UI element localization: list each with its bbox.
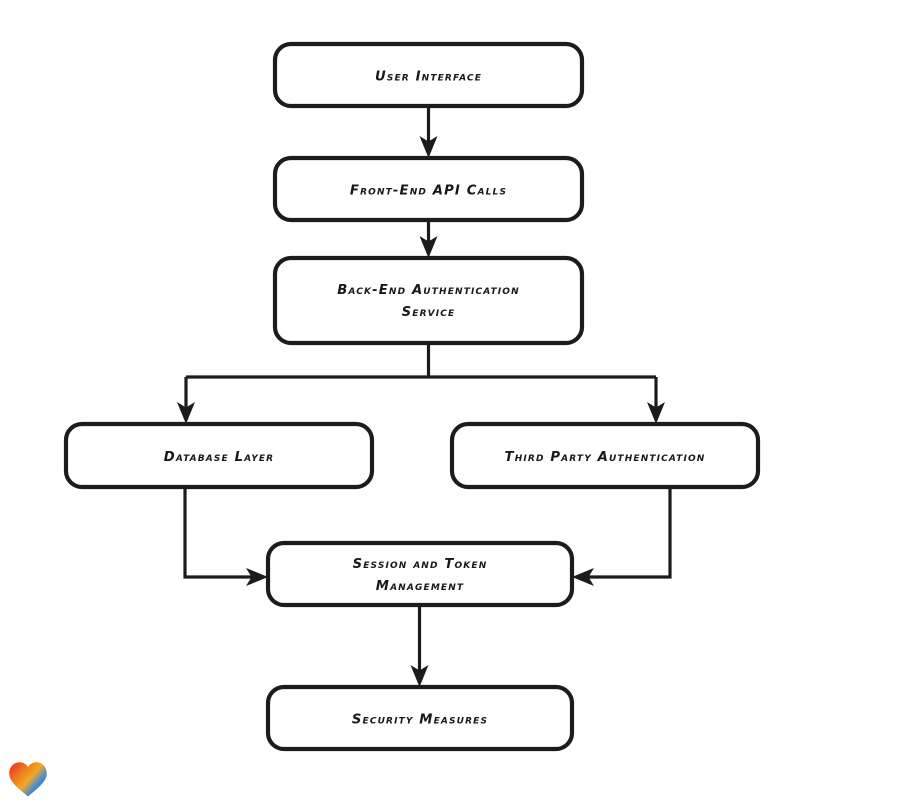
node-database-layer-shape[interactable] [63, 421, 375, 490]
node-security-measures[interactable]: Security Measures [265, 684, 575, 752]
edge-front-end-api-calls-to-back-end-authentication-service [419, 220, 438, 258]
edge-back-end-authentication-service-branch [186, 343, 656, 379]
node-session-and-token-management-label-line2: Management [376, 579, 464, 594]
node-front-end-api-calls[interactable]: Front-End API Calls [272, 155, 585, 223]
edge-back-end-authentication-service-to-third-party-authentication [647, 377, 665, 424]
node-user-interface-shape[interactable] [272, 41, 585, 109]
node-session-and-token-management[interactable]: Session and Token Management [265, 540, 575, 608]
edge-user-interface-to-front-end-api-calls [419, 106, 438, 158]
node-session-and-token-management-label-line1: Session and Token [353, 557, 488, 572]
node-database-layer-label: Database Layer [164, 450, 275, 465]
node-user-interface[interactable]: User Interface [272, 41, 585, 109]
node-database-layer[interactable]: Database Layer [63, 421, 375, 490]
node-front-end-api-calls-label: Front-End API Calls [350, 184, 507, 199]
edge-back-end-authentication-service-to-database-layer [177, 377, 195, 424]
node-security-measures-label: Security Measures [352, 713, 488, 728]
node-session-and-token-management-shape[interactable] [265, 540, 575, 608]
edge-session-and-token-management-to-security-measures [410, 605, 429, 687]
node-front-end-api-calls-shape[interactable] [272, 155, 585, 223]
node-third-party-authentication[interactable]: Third Party Authentication [449, 421, 761, 490]
node-back-end-authentication-service-label-line1: Back-End Authentication [337, 283, 520, 298]
node-third-party-authentication-label: Third Party Authentication [505, 450, 706, 465]
edge-database-layer-to-session-and-token-management [183, 487, 268, 586]
node-user-interface-label: User Interface [375, 70, 482, 85]
node-back-end-authentication-service[interactable]: Back-End Authentication Service [272, 255, 585, 346]
node-security-measures-shape[interactable] [265, 684, 575, 752]
node-back-end-authentication-service-label-line2: Service [402, 305, 456, 320]
heart-icon [9, 762, 47, 797]
node-layer: User Interface Front-End API Calls Back-… [63, 41, 761, 752]
edge-third-party-authentication-to-session-and-token-management [572, 487, 672, 586]
node-back-end-authentication-service-shape[interactable] [272, 255, 585, 346]
edge-layer [177, 106, 672, 687]
node-third-party-authentication-shape[interactable] [449, 421, 761, 490]
